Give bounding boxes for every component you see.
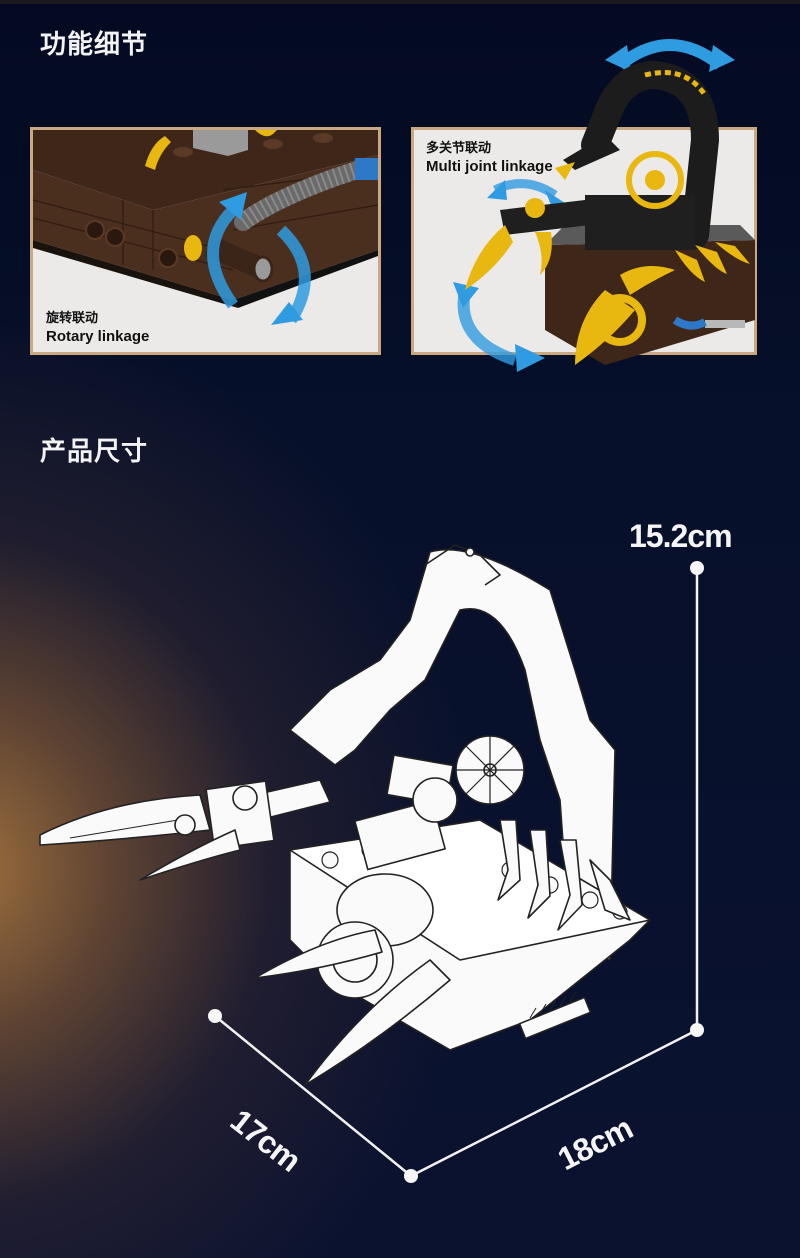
rotate-arrows-icon (207, 192, 311, 325)
top-border (0, 0, 800, 4)
height-dimension-label: 15.2cm (629, 518, 733, 554)
scorpion-photo-illustration (453, 39, 755, 372)
multi-joint-label-zh: 多关节联动 (426, 141, 492, 156)
section-title-dimensions: 产品尺寸 (40, 437, 149, 467)
rotary-label-en: Rotary linkage (46, 328, 150, 345)
depth-marker-start (208, 1009, 222, 1023)
corner-marker (404, 1169, 418, 1183)
rotary-brick-illustration (33, 130, 378, 352)
scorpion-line-drawing (39, 544, 651, 1086)
height-marker-bottom (690, 1023, 704, 1037)
feature-card-rotary: 旋转联动 Rotary linkage (30, 127, 381, 355)
section-title-features: 功能细节 (40, 30, 149, 60)
rotary-linkage-label: 旋转联动 Rotary linkage (46, 310, 149, 346)
multi-joint-label: 多关节联动 Multi joint linkage (426, 140, 553, 176)
swing-arrows-icon (453, 39, 735, 372)
height-marker-top (690, 561, 704, 575)
multi-joint-label-en: Multi joint linkage (426, 158, 553, 175)
rotary-label-zh: 旋转联动 (46, 311, 99, 326)
